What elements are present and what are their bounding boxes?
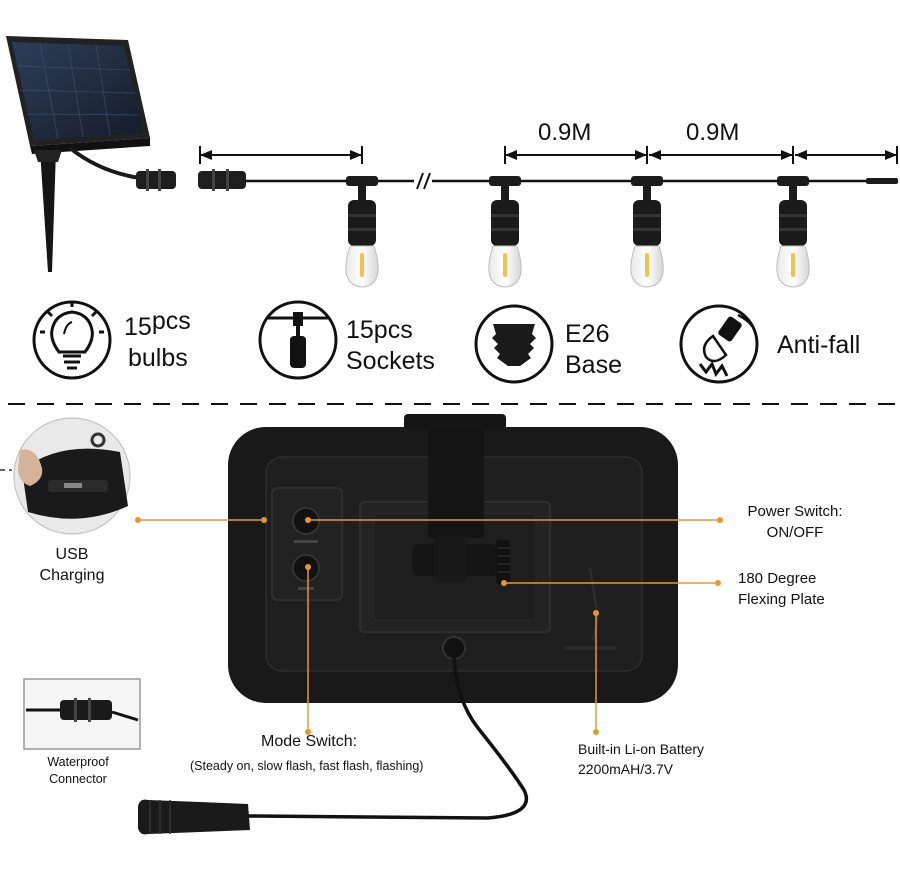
pendant-bulb [776,176,810,288]
waterproof-connector-label: Waterproof Connector [26,754,130,788]
mode-switch-title: Mode Switch: [261,733,358,750]
base-feature-label: E26 Base [565,319,622,381]
e26-base-icon [474,304,554,384]
bulbs-feature-label: 15pcs bulbs [124,307,191,374]
dimension-label-1: 0.9M [538,119,592,146]
sockets-feature-label: 15pcs Sockets [346,315,435,377]
callout-lines [135,517,723,735]
power-switch-line2: ON/OFF [766,524,824,541]
pendant-bulb [630,176,664,288]
waterproof-connector-inset [23,678,141,750]
panel-connector [136,169,176,191]
power-switch-line1: Power Switch: [747,503,843,520]
battery-line2: 2200mAH/3.7V [578,761,673,777]
string-connector [198,169,246,191]
sockets-count: 15pcs [346,316,413,344]
usb-label-line2: Charging [39,567,105,584]
bulbs-name: bulbs [128,344,188,372]
battery-label: Built-in Li-on Battery 2200mAH/3.7V [578,739,704,779]
waterproof-line1: Waterproof [47,755,109,769]
solar-panel [6,36,150,272]
output-cable [138,636,529,835]
flexing-plate-label: 180 Degree Flexing Plate [738,568,825,610]
flexing-plate-line2: Flexing Plate [738,591,825,608]
bulb-icon [32,300,112,380]
waterproof-line2: Connector [49,772,107,786]
usb-port-inset [0,417,131,535]
usb-charging-label: USB Charging [22,544,122,586]
pendant-bulb [345,176,379,288]
pendant-bulbs [345,176,810,288]
flexing-plate-line1: 180 Degree [738,570,817,587]
usb-label-line1: USB [55,546,89,563]
bulbs-count: 15 [124,313,152,341]
base-name: Base [565,351,622,379]
anti-fall-icon [679,304,759,384]
dimension-arrows [199,146,898,164]
anti-fall-feature-label: Anti-fall [777,331,861,359]
bulbs-unit: pcs [151,307,191,335]
dimension-label-2: 0.9M [686,119,740,146]
power-switch-label: Power Switch: ON/OFF [730,501,860,543]
battery-line1: Built-in Li-on Battery [578,741,705,757]
base-type: E26 [565,320,610,348]
mode-switch-detail: (Steady on, slow flash, fast flash, flas… [190,759,424,773]
pendant-bulb [488,176,522,288]
socket-icon [258,300,338,380]
sockets-name: Sockets [346,347,435,375]
